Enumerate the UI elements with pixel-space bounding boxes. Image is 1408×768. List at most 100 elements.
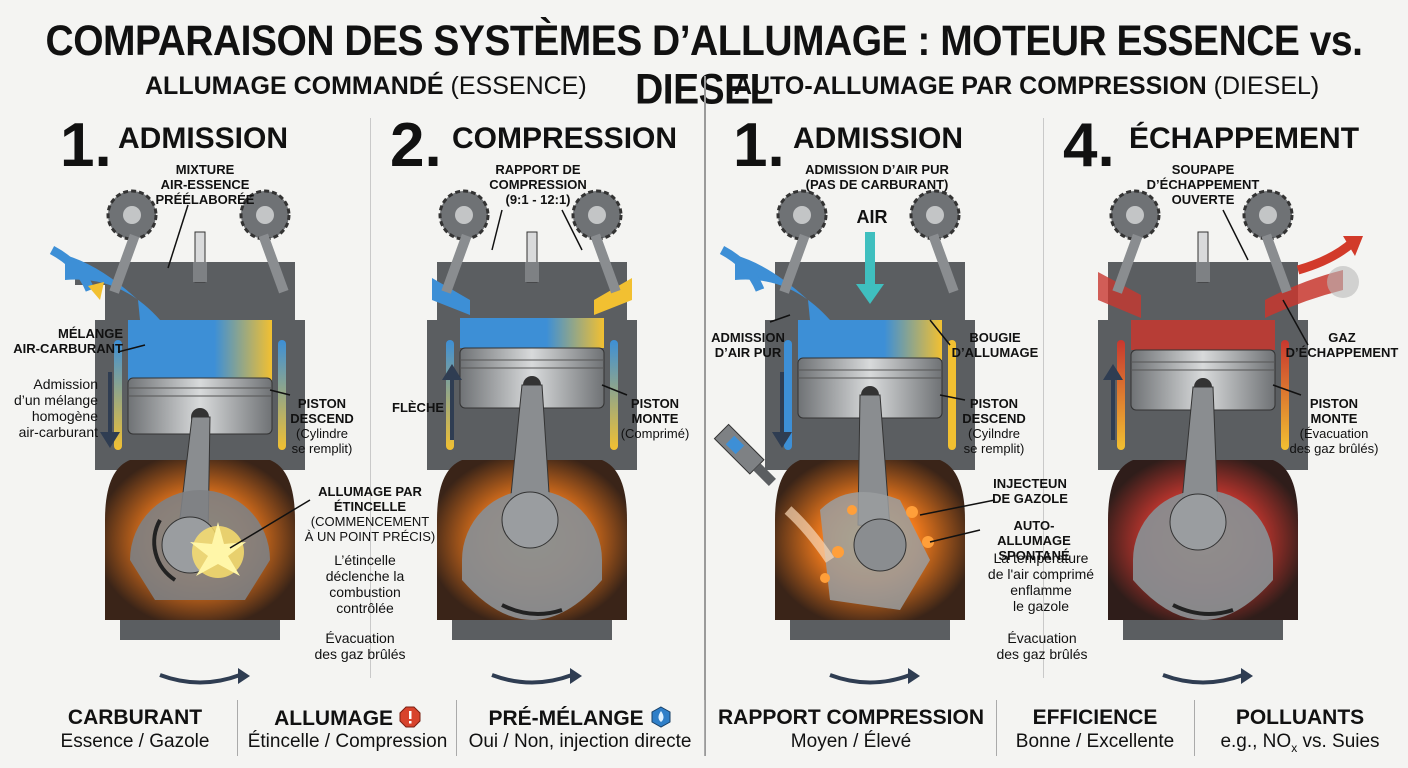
spark-plug-icon — [193, 231, 207, 283]
engine-essence-admission — [49, 189, 311, 685]
section-paren: (ESSENCE) — [450, 72, 587, 100]
cylinder-wall-left — [1117, 340, 1125, 450]
smoke — [1327, 266, 1359, 298]
label-air: AIR — [856, 207, 888, 227]
cylinder-air — [798, 320, 942, 360]
footer-separator — [704, 700, 705, 756]
spark-plug-icon — [525, 231, 539, 283]
footer-carburant-head: CARBURANT — [67, 706, 203, 729]
footer-rapport-value: Moyen / Élevé — [790, 731, 912, 752]
camshaft-right — [571, 189, 623, 294]
step-divider — [1043, 118, 1044, 678]
camshaft-left — [1109, 189, 1161, 294]
footer-head-text: PRÉ-MÉLANGE — [488, 707, 644, 730]
intake-port — [65, 255, 160, 320]
rotation-arrow — [1172, 603, 1234, 616]
label-air-pur: ADMISSION D’AIR PUR(PAS DE CARBURANT) — [805, 162, 949, 192]
pollutant-nox: e.g., NO — [1220, 731, 1292, 752]
engine-diesel-exhaust — [1098, 189, 1363, 685]
section-main: ALLUMAGE COMMANDÉ — [145, 72, 444, 100]
label-fleche: FLÈCHE — [392, 400, 444, 415]
step-name: COMPRESSION — [452, 122, 678, 155]
pollutant-subscript: x — [1291, 740, 1298, 755]
spark-plug-icon — [1196, 231, 1210, 283]
exhaust-arrow — [1296, 238, 1357, 275]
step-name: ÉCHAPPEMENT — [1129, 122, 1360, 155]
footer-allumage-head: ALLUMAGE — [245, 706, 450, 731]
camshaft-right — [909, 189, 961, 294]
cylinder-wall-left — [784, 340, 792, 450]
section-main: AUTO-ALLUMAGE PAR COMPRESSION — [734, 72, 1207, 100]
step-name: ADMISSION — [118, 122, 289, 155]
camshaft-left — [776, 189, 828, 294]
warning-octagon-icon — [399, 706, 421, 728]
footer-rapport-head: RAPPORT COMPRESSION — [717, 706, 985, 729]
compressed-gas — [460, 318, 604, 348]
spark-burst-icon — [190, 522, 246, 578]
footer-efficience-value: Bonne / Excellente — [1015, 731, 1175, 752]
injector-icon — [713, 423, 776, 486]
cylinder-wall-right — [948, 340, 956, 450]
intake-arrow — [49, 246, 95, 292]
footer-carburant-value: Essence / Gazole — [60, 731, 210, 752]
intake-arrow — [719, 246, 765, 292]
exhaust-gas — [1131, 320, 1275, 350]
engine-illustrations — [49, 189, 1363, 685]
camshaft-right — [239, 189, 291, 294]
footer-separator — [996, 700, 997, 756]
section-paren: (DIESEL) — [1213, 72, 1320, 100]
page-title: COMPARAISON DES SYSTÈMES D’ALLUMAGE : MO… — [45, 17, 1363, 114]
rotation-arrow — [152, 519, 177, 582]
exhaust-port — [1265, 270, 1343, 318]
cycle-arrow — [1162, 673, 1244, 685]
footer-separator — [1194, 700, 1195, 756]
cylinder-wall-left — [114, 340, 122, 450]
step-number: 2. — [390, 111, 442, 180]
crankshaft — [462, 490, 602, 620]
cycle-arrow — [829, 673, 911, 685]
footer-polluants-head: POLLUANTS — [1235, 706, 1365, 729]
step-number: 1. — [733, 111, 785, 180]
footer-premelange-value: Oui / Non, injection directe — [468, 731, 692, 752]
main-divider — [704, 76, 706, 756]
step-number: 4. — [1063, 111, 1115, 180]
engine-diesel-admission — [713, 189, 996, 685]
footer-separator — [456, 700, 457, 756]
section-title-diesel: AUTO-ALLUMAGE PAR COMPRESSION (DIESEL) — [734, 72, 1319, 101]
rotation-arrow — [501, 603, 563, 616]
footer-separator — [237, 700, 238, 756]
camshaft-left — [106, 189, 158, 294]
footer-head-text: ALLUMAGE — [274, 707, 394, 730]
cylinder-wall-right — [278, 340, 286, 450]
step-divider — [370, 118, 371, 678]
crankshaft — [1133, 490, 1273, 620]
pollutant-suies: vs. Suies — [1297, 731, 1380, 752]
camshaft-left — [438, 189, 490, 294]
section-title-essence: ALLUMAGE COMMANDÉ (ESSENCE) — [145, 72, 587, 101]
camshaft-right — [1242, 189, 1294, 294]
step-number: 1. — [60, 111, 112, 180]
cycle-arrow — [491, 673, 573, 685]
step-name: ADMISSION — [793, 122, 964, 155]
droplet-hexagon-icon — [651, 706, 671, 728]
cylinder-wall-right — [1281, 340, 1289, 450]
footer-premelange-head: PRÉ-MÉLANGE — [462, 706, 698, 731]
intake-port — [735, 255, 830, 320]
cycle-arrow — [159, 673, 241, 685]
